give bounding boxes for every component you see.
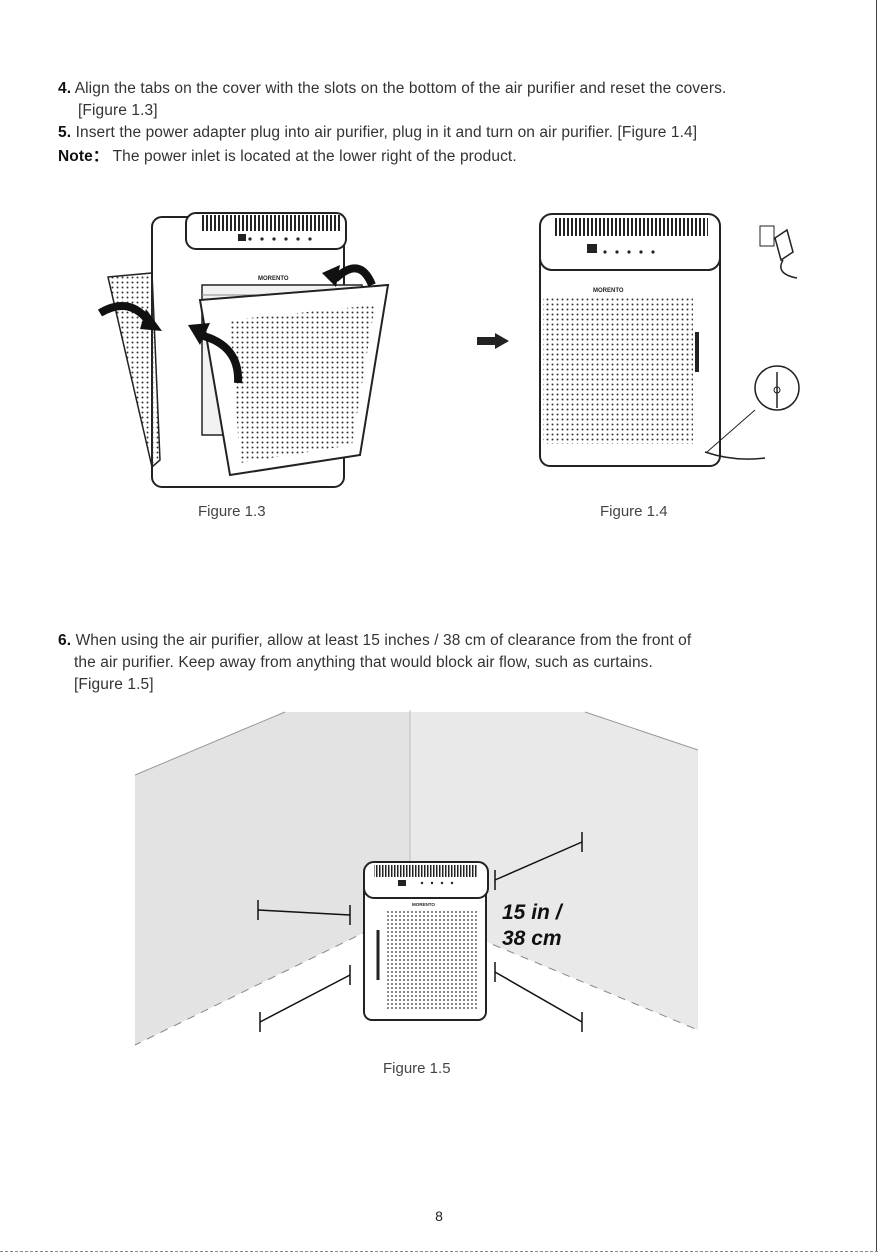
- right-arrow-icon: [477, 333, 509, 349]
- step-4-text: Align the tabs on the cover with the slo…: [74, 80, 727, 97]
- clearance-distance-label: 15 in / 38 cm: [502, 900, 562, 952]
- figure-1-4-illustration: MORENTO: [539, 213, 800, 467]
- figure-1-3-caption: Figure 1.3: [198, 503, 266, 520]
- figure-1-4-caption: Figure 1.4: [600, 503, 668, 520]
- fig15-brand: MORENTO: [412, 902, 435, 907]
- step-4-ref: [Figure 1.3]: [78, 102, 158, 119]
- step-6: 6. When using the air purifier, allow at…: [58, 630, 691, 696]
- clearance-distance-line2: 38 cm: [502, 927, 562, 950]
- note: Note： The power inlet is located at the …: [58, 146, 517, 168]
- page-edge: [876, 0, 877, 1252]
- step-5: 5. Insert the power adapter plug into ai…: [58, 122, 697, 144]
- step-6-number: 6.: [58, 632, 72, 649]
- step-4: 4. Align the tabs on the cover with the …: [58, 78, 726, 122]
- note-text: The power inlet is located at the lower …: [112, 148, 517, 165]
- step-5-number: 5.: [58, 124, 72, 141]
- figure-1-5-illustration: MORENTO: [134, 710, 699, 1046]
- step-6-line2: the air purifier. Keep away from anythin…: [74, 654, 653, 671]
- step-5-text: Insert the power adapter plug into air p…: [75, 124, 698, 141]
- note-label: Note：: [58, 148, 109, 165]
- figure-1-5-caption: Figure 1.5: [383, 1060, 451, 1077]
- step-6-ref: [Figure 1.5]: [74, 676, 154, 693]
- step-6-line1: When using the air purifier, allow at le…: [75, 632, 692, 649]
- fig14-brand: MORENTO: [593, 288, 624, 294]
- fig13-brand: MORENTO: [258, 276, 289, 282]
- page-number: 8: [435, 1208, 443, 1224]
- figure-1-3-illustration: MORENTO: [97, 212, 390, 488]
- clearance-distance-line1: 15 in /: [502, 901, 562, 924]
- step-4-number: 4.: [58, 80, 72, 97]
